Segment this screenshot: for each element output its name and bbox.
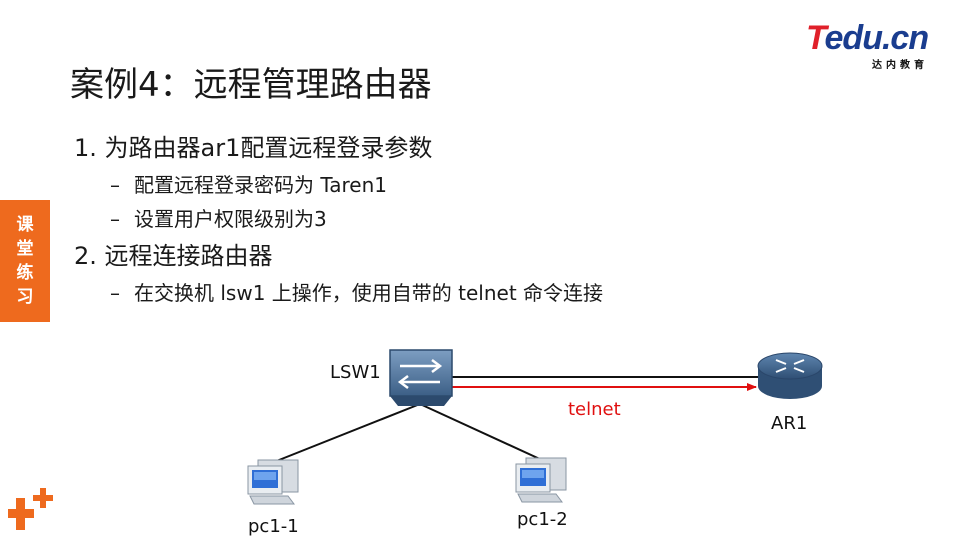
side-tab-char: 练 <box>16 263 34 283</box>
router-icon <box>757 352 823 399</box>
tedu-logo: Tedu.cn 达内教育 <box>806 18 936 71</box>
dash-marker: – <box>110 281 120 305</box>
dash-marker: – <box>110 207 120 231</box>
switch-icon <box>389 349 453 406</box>
dash-marker: – <box>110 173 120 197</box>
side-tab-char: 课 <box>16 215 34 235</box>
side-tab-exercise: 课 堂 练 习 <box>0 200 50 322</box>
sub-item-text: 在交换机 lsw1 上操作，使用自带的 telnet 命令连接 <box>134 281 604 305</box>
sub-item-1-1: –配置远程登录密码为 Taren1 <box>110 171 387 199</box>
list-item-1: 1. 为路由器ar1配置远程登录参数 <box>74 134 433 162</box>
pc-icon <box>247 459 299 505</box>
plus-icon <box>8 488 53 530</box>
pc1-label: pc1-1 <box>248 516 299 537</box>
logo-wordmark-rest: edu.cn <box>824 19 930 57</box>
page-title: 案例4：远程管理路由器 <box>70 65 432 105</box>
link-switch-pc1 <box>273 403 421 463</box>
router-label: AR1 <box>771 413 808 434</box>
pc-icon <box>515 457 567 503</box>
sub-item-text: 设置用户权限级别为3 <box>134 207 327 231</box>
switch-label: LSW1 <box>330 362 381 383</box>
side-tab-char: 习 <box>16 287 34 307</box>
sub-item-text: 配置远程登录密码为 Taren1 <box>134 173 388 197</box>
sub-item-1-2: –设置用户权限级别为3 <box>110 205 327 233</box>
logo-tagline: 达内教育 <box>872 60 928 71</box>
sub-item-2-1: –在交换机 lsw1 上操作，使用自带的 telnet 命令连接 <box>110 279 603 307</box>
side-tab-char: 堂 <box>16 239 34 259</box>
list-item-2: 2. 远程连接路由器 <box>74 242 273 270</box>
pc2-label: pc1-2 <box>517 509 568 530</box>
logo-wordmark: Tedu.cn <box>806 18 930 58</box>
link-switch-pc2 <box>419 403 543 461</box>
telnet-label: telnet <box>568 399 621 420</box>
logo-letter-t: T <box>806 19 825 57</box>
